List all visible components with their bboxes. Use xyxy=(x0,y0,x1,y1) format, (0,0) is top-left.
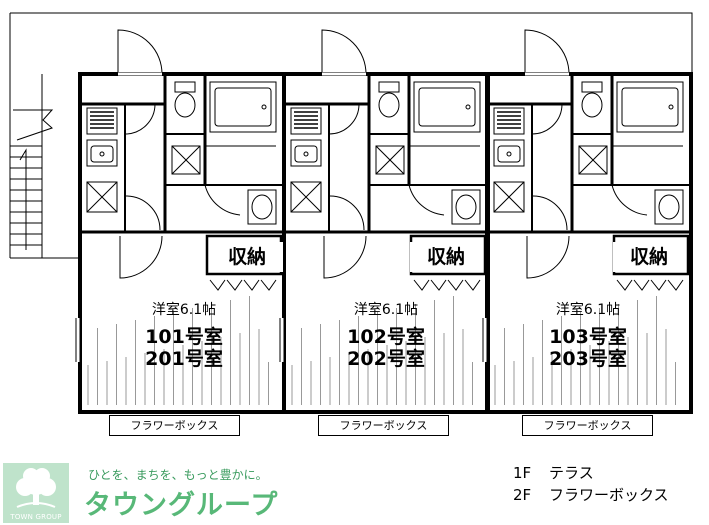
closet-door-icon xyxy=(464,279,481,291)
refrigerator-icon xyxy=(86,181,118,213)
flower-box-3: フラワーボックス xyxy=(522,415,653,436)
door-swing-icon xyxy=(526,235,570,279)
unit-2 xyxy=(279,29,490,414)
toilet-icon xyxy=(378,81,400,118)
logo-subtitle: TOWN GROUP xyxy=(10,513,62,521)
refrigerator-icon xyxy=(290,181,322,213)
door-swing-icon xyxy=(524,29,570,75)
door-swing-icon xyxy=(321,29,367,75)
door-swing-icon xyxy=(119,235,163,279)
unit-1 xyxy=(75,29,286,414)
window-hatch xyxy=(291,296,473,405)
closet-door-icon xyxy=(633,279,650,291)
legend-text: フラワーボックス xyxy=(549,486,669,504)
washbasin-icon xyxy=(247,189,277,225)
stair-icon xyxy=(9,12,693,259)
sink-icon xyxy=(86,139,118,167)
closet-door-icon xyxy=(667,279,684,291)
town-group-logo: TOWN GROUP xyxy=(3,463,69,523)
washbasin-icon xyxy=(654,189,684,225)
door-swing-icon xyxy=(124,103,156,135)
stove-icon xyxy=(86,107,118,135)
flower-box-1: フラワーボックス xyxy=(109,415,240,436)
unit-3 xyxy=(482,29,693,414)
room-type-3: 洋室6.1帖 xyxy=(555,302,621,318)
toilet-icon xyxy=(174,81,196,118)
legend-row-1f: 1F テラス xyxy=(513,462,669,484)
tree-logo-icon xyxy=(16,468,56,508)
door-swing-icon xyxy=(531,195,568,231)
closet-door-icon xyxy=(430,279,447,291)
washbasin-icon xyxy=(451,189,481,225)
bathtub-icon xyxy=(413,81,481,133)
window-hatch xyxy=(87,296,269,405)
legend-floor: 2F xyxy=(513,486,532,504)
window-hatch xyxy=(494,296,676,405)
door-swing-icon xyxy=(323,235,367,279)
unit-outer-wall xyxy=(485,72,693,414)
room-number-101: 101号室 xyxy=(145,326,223,348)
flower-box-2: フラワーボックス xyxy=(318,415,449,436)
door-swing-icon xyxy=(204,184,241,216)
stove-icon xyxy=(493,107,525,135)
door-swing-icon xyxy=(117,29,163,75)
room-number-201: 201号室 xyxy=(145,348,223,370)
room-number-203: 203号室 xyxy=(549,348,627,370)
room-number-102: 102号室 xyxy=(347,326,425,348)
storage-label-3: 収納 xyxy=(613,242,685,272)
stove-icon xyxy=(290,107,322,135)
closet-door-icon xyxy=(209,279,226,291)
door-swing-icon xyxy=(124,195,161,231)
closet-door-icon xyxy=(616,279,633,291)
legend-text: テラス xyxy=(549,464,594,482)
refrigerator-icon xyxy=(493,181,525,213)
room-type-2: 洋室6.1帖 xyxy=(353,302,419,318)
stair-arrow-icon xyxy=(19,148,27,250)
toilet-icon xyxy=(581,81,603,118)
logo-tagline: ひとを、まちを、もっと豊かに。 xyxy=(88,468,268,482)
closet-door-icon xyxy=(413,279,430,291)
closet-door-icon xyxy=(260,279,277,291)
closet-door-icon xyxy=(243,279,260,291)
washer-icon xyxy=(375,145,405,175)
storage-label-1: 収納 xyxy=(211,242,283,272)
bathtub-icon xyxy=(616,81,684,133)
legend-floor: 1F xyxy=(513,464,532,482)
sink-icon xyxy=(493,139,525,167)
closet-door-icon xyxy=(226,279,243,291)
brand-name: タウングループ xyxy=(84,490,279,521)
closet-door-icon xyxy=(447,279,464,291)
door-swing-icon xyxy=(531,103,563,135)
room-type-1: 洋室6.1帖 xyxy=(151,302,217,318)
storage-label-2: 収納 xyxy=(410,242,482,272)
door-swing-icon xyxy=(408,184,445,216)
door-swing-icon xyxy=(328,195,365,231)
closet-door-icon xyxy=(650,279,667,291)
door-swing-icon xyxy=(611,184,648,216)
washer-icon xyxy=(171,145,201,175)
room-number-103: 103号室 xyxy=(549,326,627,348)
washer-icon xyxy=(578,145,608,175)
sink-icon xyxy=(290,139,322,167)
room-number-202: 202号室 xyxy=(347,348,425,370)
bathtub-icon xyxy=(209,81,277,133)
door-swing-icon xyxy=(328,103,360,135)
legend-row-2f: 2F フラワーボックス xyxy=(513,484,669,506)
floor-legend: 1F テラス 2F フラワーボックス xyxy=(513,462,669,506)
floor-plan xyxy=(9,12,693,414)
